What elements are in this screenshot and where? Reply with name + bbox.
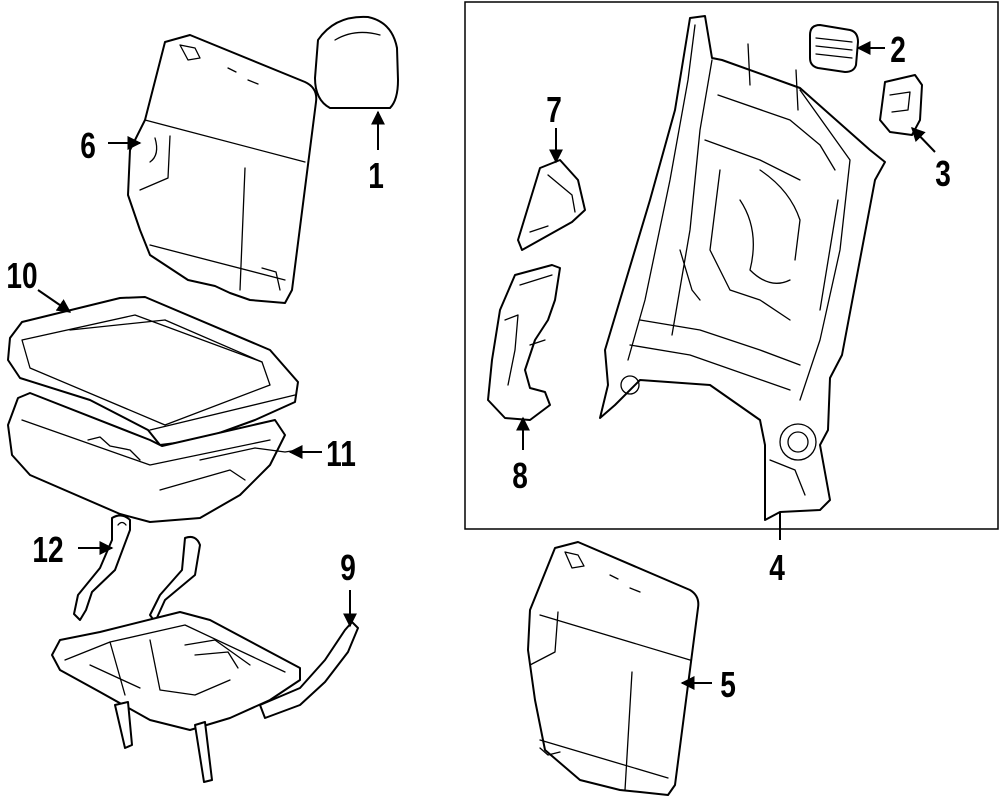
- seat-back-frame: [599, 15, 886, 521]
- callout-5: 5: [720, 665, 736, 705]
- callout-7: 7: [546, 90, 562, 130]
- seat-back-left: [127, 34, 318, 304]
- callout-12: 12: [32, 530, 63, 570]
- seat-back-right: [527, 541, 700, 796]
- callout-9: 9: [340, 548, 356, 588]
- callout-2: 2: [890, 30, 906, 70]
- leader-3: [911, 126, 936, 153]
- callout-3: 3: [935, 154, 951, 194]
- callout-6: 6: [80, 126, 96, 166]
- callout-10: 10: [6, 256, 37, 296]
- trim-panel-side: [487, 264, 561, 421]
- release-handle: [879, 74, 923, 136]
- callout-1: 1: [368, 156, 384, 196]
- headrest: [314, 15, 399, 109]
- bracket-small: [73, 514, 131, 621]
- callouts: 1 2 3 4 5 6 7 8 9 10 11 12: [6, 30, 950, 705]
- trim-panel-upper: [517, 159, 586, 251]
- latch-cover: [809, 24, 859, 73]
- callout-8: 8: [512, 456, 528, 496]
- seat-back-frame-box: [464, 1, 999, 530]
- leader-lines: [37, 41, 936, 690]
- seat-frame-bottom: [51, 535, 359, 783]
- callout-4: 4: [769, 548, 785, 588]
- callout-11: 11: [326, 434, 356, 474]
- leader-10: [37, 289, 72, 313]
- seat-cushion-cover: [7, 296, 299, 446]
